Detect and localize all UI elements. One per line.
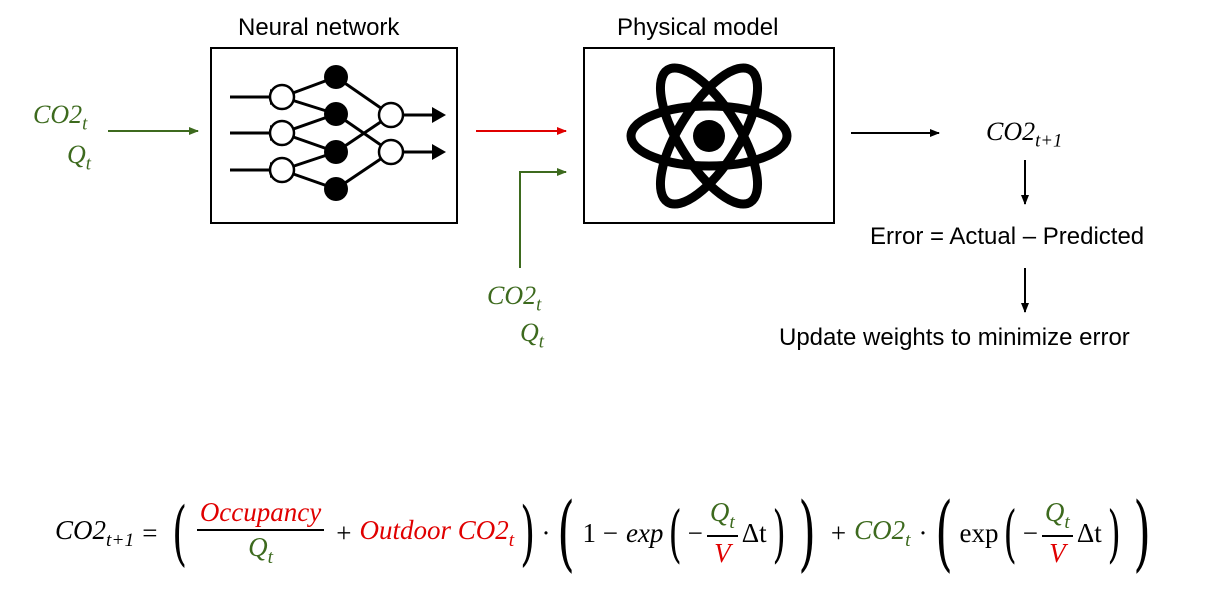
eq-dot-1: · <box>541 517 551 548</box>
eq-q-num-2: Qt <box>1041 498 1073 538</box>
physical-model-box <box>583 47 835 224</box>
eq-paren-open-3: ( <box>668 496 683 570</box>
co2-equation: CO2t+1 = ( Occupancy Qt + Outdoor CO2t )… <box>55 485 1158 581</box>
eq-exp: exp <box>959 517 999 548</box>
eq-occupancy: Occupancy <box>196 498 325 531</box>
neural-network-title: Neural network <box>238 14 400 41</box>
eq-paren-close-4: ) <box>1133 485 1151 581</box>
eq-frac-occupancy: Occupancy Qt <box>196 498 325 568</box>
eq-frac-q-v-2: Qt V <box>1041 498 1073 569</box>
input-q-t: Qt <box>67 140 91 175</box>
physical-model-title: Physical model <box>617 14 779 41</box>
bottom-input-q-t: Qt <box>520 318 544 353</box>
eq-q-num-1: Qt <box>706 498 738 538</box>
eq-dot-2: · <box>918 517 928 548</box>
eq-minus-2: − <box>1022 517 1038 548</box>
eq-lhs: CO2t+1 <box>55 514 135 551</box>
eq-v-2: V <box>1049 538 1066 569</box>
eq-paren-open-2: ( <box>557 485 576 581</box>
eq-paren-close-1: ) <box>520 492 536 574</box>
eq-v-1: V <box>714 538 731 569</box>
eq-paren-close-3: ) <box>772 496 786 570</box>
eq-frac-q-v-1: Qt V <box>706 498 738 569</box>
eq-exp-italic: exp <box>625 517 664 548</box>
eq-q-denominator: Qt <box>248 531 273 568</box>
output-co2-t1: CO2t+1 <box>986 117 1063 152</box>
eq-equals: = <box>142 517 158 548</box>
eq-co2-t: CO2t <box>854 514 911 551</box>
bottom-input-co2-t: CO2t <box>487 281 542 316</box>
neural-network-box <box>210 47 458 224</box>
eq-paren-open-4: ( <box>934 485 953 581</box>
eq-paren-open-5: ( <box>1003 496 1018 570</box>
eq-outdoor-co2: Outdoor CO2t <box>359 514 515 551</box>
eq-paren-close-5: ) <box>1107 496 1121 570</box>
eq-plus-1: + <box>336 517 352 548</box>
eq-paren-open-1: ( <box>171 492 187 574</box>
atom-icon <box>626 63 792 209</box>
eq-minus-1: − <box>687 517 703 548</box>
bottom-input-arrow <box>519 168 567 268</box>
error-step: Error = Actual – Predicted <box>870 223 1145 250</box>
eq-delta-t-1: Δt <box>741 517 767 548</box>
eq-delta-t-2: Δt <box>1076 517 1102 548</box>
input-co2-t: CO2t <box>33 100 88 135</box>
eq-paren-close-2: ) <box>798 485 816 581</box>
eq-one-minus: 1 − <box>582 517 618 548</box>
eq-plus-2: + <box>830 517 847 548</box>
update-step: Update weights to minimize error <box>779 324 1130 351</box>
neural-network-icon <box>230 65 446 201</box>
